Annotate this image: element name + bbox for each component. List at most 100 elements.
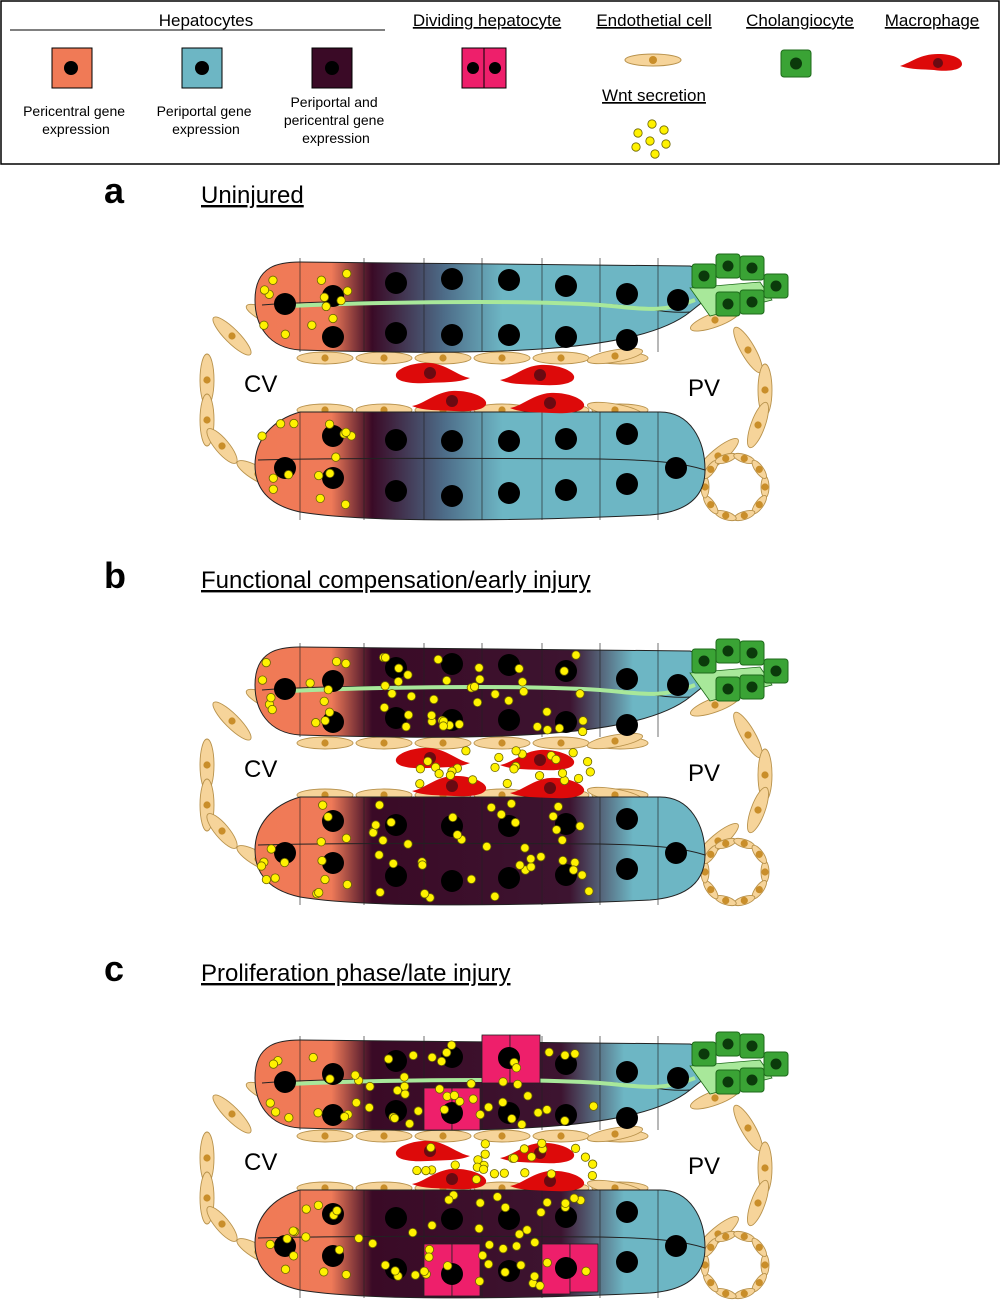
hepatocyte-nucleus [616, 1201, 638, 1223]
wnt-dot [522, 1225, 532, 1235]
wnt-dot [350, 1070, 360, 1080]
plate-body [254, 646, 709, 738]
wnt-dot [318, 800, 328, 810]
wnt-dot [584, 886, 594, 896]
wnt-dot [320, 716, 330, 726]
cholangiocyte-nucleus [722, 298, 734, 310]
hepatocyte-nucleus [385, 272, 407, 294]
wnt-dot [257, 675, 268, 685]
wnt-dot [268, 484, 278, 494]
wnt-dot [406, 691, 417, 701]
endothelial-cell [586, 347, 644, 365]
wnt-dot [546, 1169, 556, 1179]
wnt-dot [575, 689, 585, 699]
wnt-dot [490, 762, 500, 773]
bile-duct [689, 1031, 789, 1095]
cholangiocyte-nucleus [770, 1058, 782, 1070]
wnt-dot [498, 1244, 508, 1254]
wnt-dot [325, 468, 335, 479]
endothelial-cell [296, 1129, 354, 1143]
upper-hepatocyte-plate [254, 258, 709, 353]
hepatocyte-nucleus [322, 711, 344, 733]
legend-periportal-label: Periportal gene expression [157, 103, 256, 137]
wnt-dot [331, 452, 341, 462]
wnt-dot [570, 1143, 581, 1154]
wnt-dot [502, 778, 512, 789]
hepatocyte-nucleus [665, 457, 687, 479]
wnt-dot [313, 1108, 323, 1118]
wnt-dot [585, 767, 595, 777]
wnt-dot [468, 1094, 478, 1104]
wnt-dot [340, 499, 351, 510]
endothelial-cell [760, 860, 770, 884]
wnt-dot [523, 1091, 533, 1101]
wnt-dot [480, 1139, 490, 1149]
hepatocyte-nucleus [322, 425, 344, 447]
endothelial-cell [414, 351, 472, 365]
hepatocyte-nucleus [498, 430, 520, 452]
wnt-dot [560, 1050, 570, 1060]
wnt-dot [371, 820, 381, 830]
wnt-dot [542, 1105, 552, 1115]
wnt-dot [368, 828, 378, 838]
endothelial-cell [532, 351, 590, 365]
wnt-dot [448, 812, 458, 822]
portal-venule [700, 452, 770, 522]
wnt-dot [570, 857, 580, 868]
wnt-dot [429, 694, 439, 705]
wnt-dot [275, 419, 286, 429]
endothelial-cell [206, 428, 238, 464]
legend: Hepatocytes Pericentral gene expression … [0, 0, 1000, 165]
hepatocyte-nucleus [385, 1207, 407, 1229]
hepatocyte-nucleus [385, 429, 407, 451]
endothelial-cell [212, 316, 252, 356]
wnt-dot [387, 689, 397, 699]
wnt-dot [513, 1079, 523, 1089]
endothelial-cell [414, 736, 472, 750]
wnt-dot [268, 473, 278, 483]
wnt-dot [390, 1266, 400, 1276]
hepatocyte-nucleus [616, 668, 638, 690]
cholangiocyte-nucleus [770, 280, 782, 292]
wnt-dot [392, 1085, 403, 1096]
endothelial-cell [212, 1094, 252, 1134]
macrophage [412, 390, 487, 412]
panel-letter: a [104, 170, 125, 211]
wnt-dot [578, 726, 588, 737]
wnt-dot [271, 1107, 281, 1117]
wnt-dot [474, 1223, 484, 1234]
hepatocyte-nucleus [616, 423, 638, 445]
wnt-dot [633, 128, 643, 138]
wnt-dot [516, 1260, 526, 1270]
wnt-dot [471, 1174, 482, 1184]
wnt-dot [494, 752, 504, 763]
endothelial-cell [747, 786, 769, 834]
hepatocyte-nucleus [441, 1208, 463, 1230]
cholangiocyte-nucleus [722, 1038, 734, 1050]
wnt-dot [446, 1040, 457, 1050]
wnt-dot [557, 768, 568, 778]
wnt-dot [480, 1149, 490, 1159]
wnt-dot [319, 1267, 329, 1277]
wnt-dot [403, 839, 413, 849]
wnt-dot [365, 1081, 375, 1092]
central-vein-label: CV [244, 756, 277, 783]
legend-endothelial-label: Endothetial cell [596, 11, 711, 30]
wnt-dot [415, 764, 425, 774]
wnt-dot [342, 286, 353, 296]
endothelial-cell [733, 837, 756, 850]
wnt-dot [486, 802, 496, 813]
wnt-dot [551, 754, 561, 765]
wnt-dot [403, 710, 414, 720]
wnt-dot [342, 879, 352, 890]
hepatocyte-nucleus [385, 322, 407, 344]
wnt-dot [452, 830, 462, 840]
wnt-dot [526, 862, 536, 872]
endothelial-cell [206, 813, 238, 849]
wnt-dot [568, 865, 579, 875]
wnt-dot [434, 769, 444, 779]
wnt-dot [289, 1251, 299, 1261]
endothelial-cell [733, 1230, 756, 1243]
